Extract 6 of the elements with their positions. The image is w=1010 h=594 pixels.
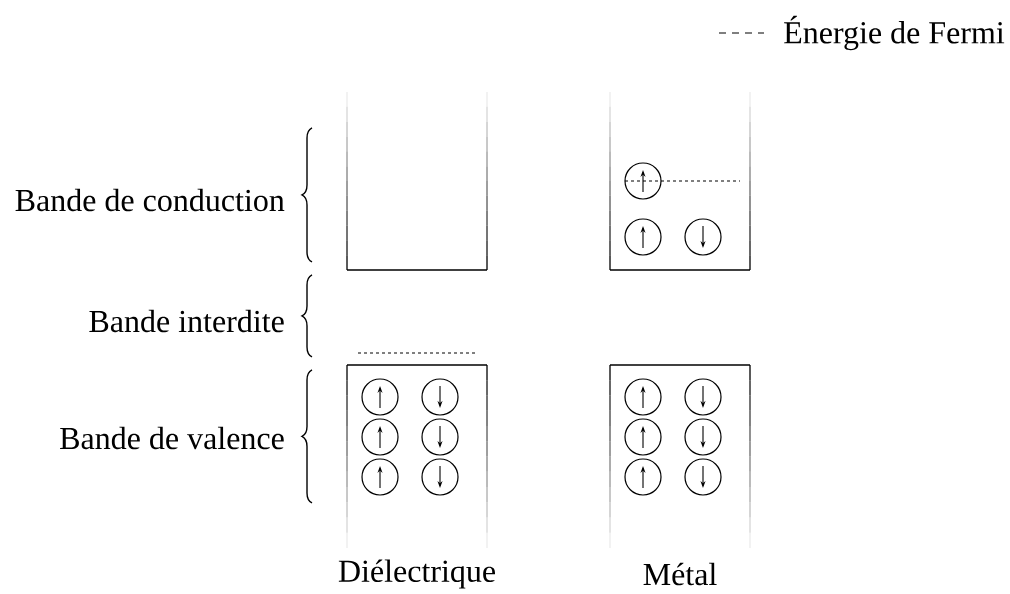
column-label: Diélectrique	[338, 559, 495, 589]
band-label: Bande de valence	[60, 426, 284, 450]
band-label: Bande interdite	[89, 309, 284, 333]
legend-label: Énergie de Fermi	[784, 15, 1005, 51]
band-label: Bande de conduction	[15, 188, 285, 212]
column-label: Métal	[643, 562, 717, 586]
